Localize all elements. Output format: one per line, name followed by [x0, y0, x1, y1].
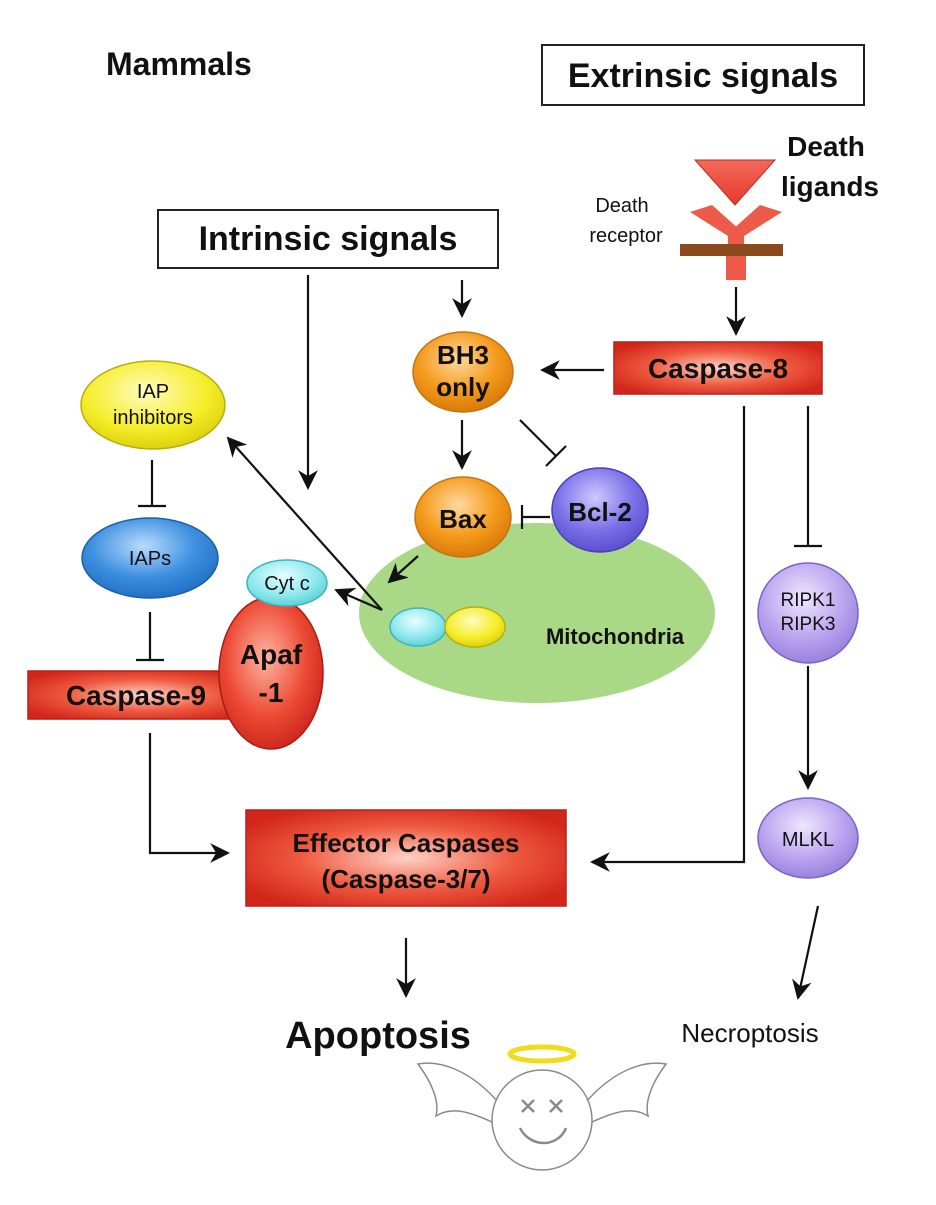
death-ligands-label-line1: Death — [787, 131, 865, 162]
inhibit-bh3-to-bcl2 — [519, 419, 557, 457]
intrinsic-signals-label: Intrinsic signals — [199, 220, 458, 258]
angel-face-icon — [416, 1044, 668, 1171]
apoptosis-label: Apoptosis — [285, 1015, 471, 1057]
iap-inhibitors-node — [80, 360, 226, 450]
iap-inhibitors-label-line1: IAP — [137, 381, 169, 403]
bcl2-label: Bcl-2 — [568, 497, 632, 527]
caspase8-label: Caspase-8 — [648, 353, 788, 384]
cytc-node — [246, 559, 328, 607]
inhibition-lines — [136, 406, 822, 662]
iaps-label: IAPs — [129, 548, 171, 570]
ripk1-ripk3-node — [757, 562, 859, 664]
cytc-label: Cyt c — [264, 573, 310, 595]
arrow-mitochondria-to-cytc — [334, 588, 383, 612]
apaf1-label-line1: Apaf — [240, 639, 303, 670]
intrinsic-signals-box — [157, 209, 499, 269]
mitochondria-label: Mitochondria — [546, 624, 685, 649]
arrow-caspase9-to-effector — [148, 733, 230, 863]
mitochondria-region — [359, 523, 715, 703]
effector-caspases-label-line1: Effector Caspases — [293, 828, 520, 858]
caspase8-box — [613, 341, 823, 395]
caspase9-box — [27, 670, 257, 720]
mitochondria-cyan-organelle — [389, 607, 447, 647]
mitochondria-yellow-organelle — [444, 606, 506, 648]
mlkl-label: MLKL — [782, 829, 834, 851]
death-ligand-icon — [693, 159, 777, 206]
caspase9-label: Caspase-9 — [66, 680, 206, 711]
iaps-node — [81, 517, 219, 599]
arrow-mitochondria-to-iap-inhibitors — [226, 436, 383, 611]
effector-caspases-box — [245, 809, 567, 907]
apaf1-node — [218, 596, 324, 750]
arrow-mlkl-to-necroptosis — [792, 905, 820, 1000]
bh3-only-node — [412, 331, 514, 413]
arrow-caspase8-to-effector — [590, 406, 746, 872]
bax-label: Bax — [439, 504, 487, 534]
apaf1-label-line2: -1 — [259, 677, 284, 708]
extrinsic-signals-box — [541, 44, 865, 106]
effector-caspases-label-line2: (Caspase-3/7) — [321, 864, 490, 894]
ripk1-label: RIPK1 — [781, 590, 836, 611]
death-ligands-label-line2: ligands — [781, 171, 879, 202]
death-receptor-label-line1: Death — [595, 195, 648, 217]
death-receptor-label-line2: receptor — [589, 225, 663, 247]
ripk3-label: RIPK3 — [781, 614, 836, 635]
iap-inhibitors-label-line2: inhibitors — [113, 407, 193, 429]
bh3-only-label-line2: only — [436, 372, 490, 402]
bax-node — [414, 476, 512, 558]
death-receptor-icon — [680, 205, 783, 280]
bcl2-node — [551, 467, 649, 553]
bh3-only-label-line1: BH3 — [437, 340, 489, 370]
extrinsic-signals-label: Extrinsic signals — [568, 57, 838, 95]
mlkl-node — [757, 797, 859, 879]
necroptosis-label: Necroptosis — [681, 1018, 818, 1048]
arrow-bax-to-mitochondria — [387, 555, 419, 584]
activation-arrows — [148, 275, 820, 1000]
mammals-label: Mammals — [106, 46, 252, 82]
